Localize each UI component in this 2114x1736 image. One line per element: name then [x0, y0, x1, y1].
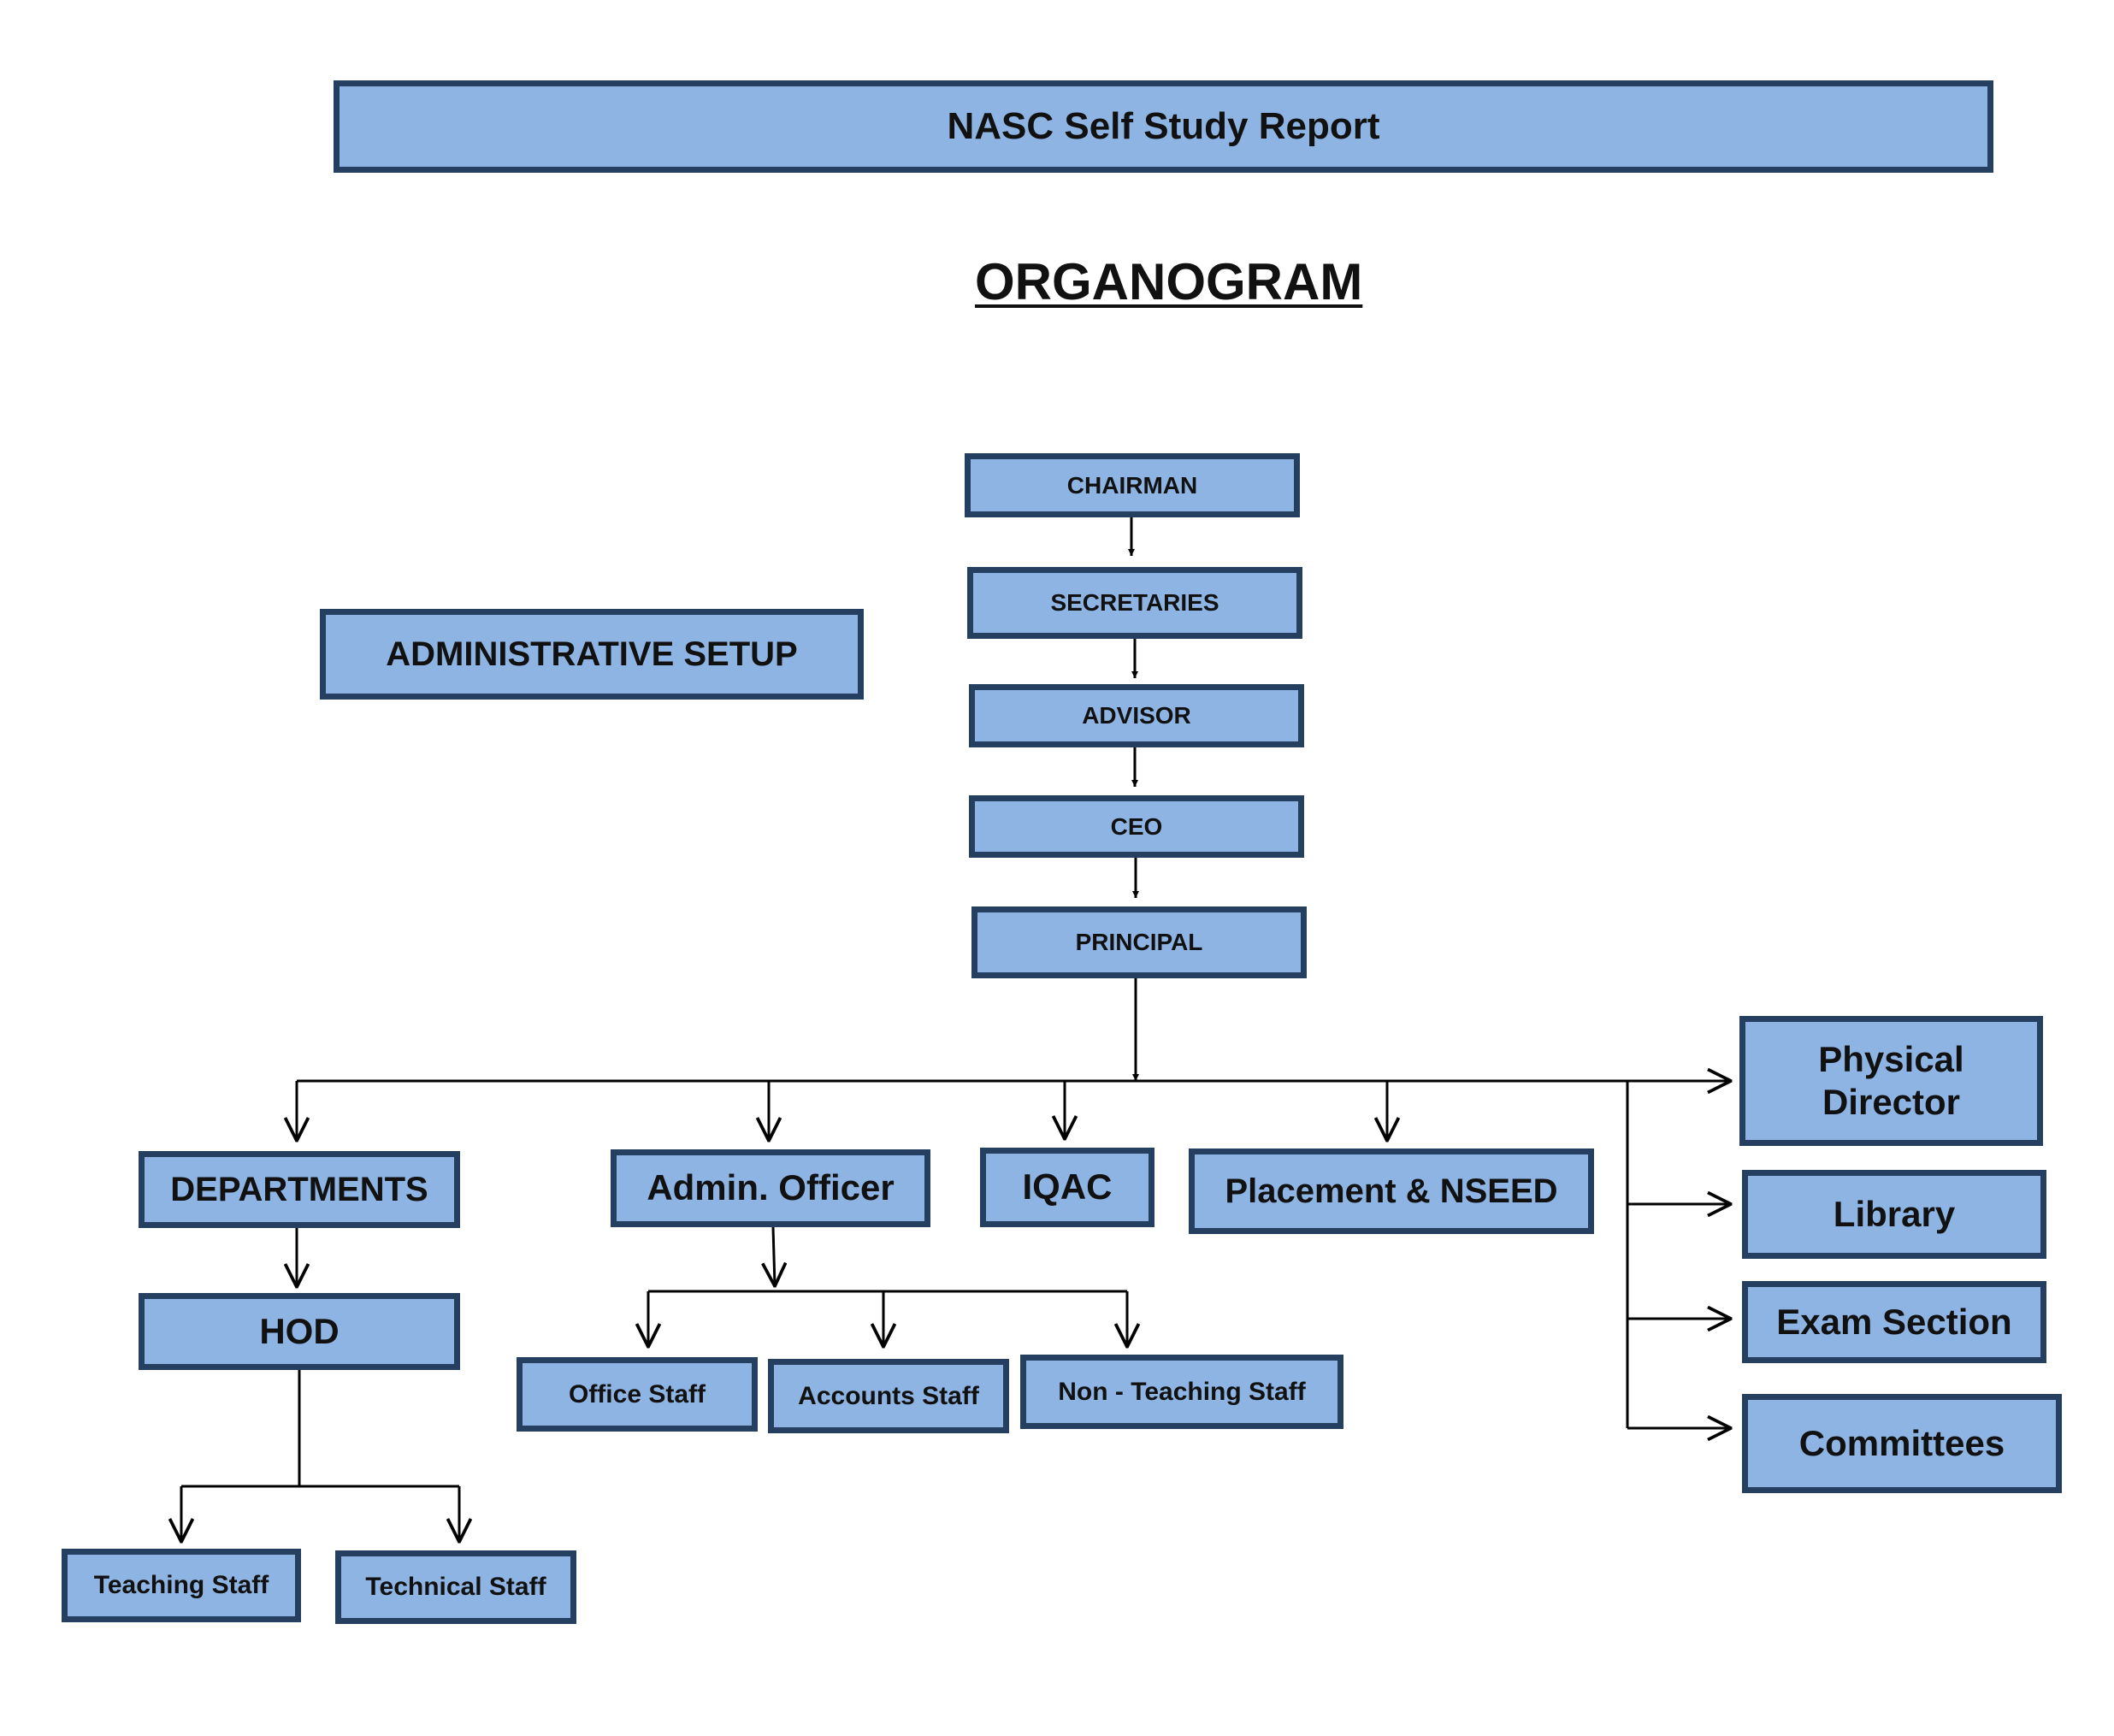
iqac-label: IQAC — [1022, 1166, 1113, 1208]
iqac-box: IQAC — [980, 1148, 1154, 1227]
physical-director-box: Physical Director — [1739, 1016, 2043, 1146]
arrow-admin-officer-bus — [773, 1226, 775, 1286]
teaching-staff-box: Teaching Staff — [62, 1549, 301, 1622]
diagram-title: ORGANOGRAM — [975, 253, 1363, 310]
exam-section-label: Exam Section — [1776, 1301, 2012, 1342]
accounts-staff-box: Accounts Staff — [768, 1359, 1009, 1433]
accounts-staff-label: Accounts Staff — [798, 1381, 979, 1410]
technical-staff-box: Technical Staff — [335, 1550, 576, 1624]
hod-label: HOD — [259, 1310, 340, 1351]
placement-label: Placement & NSEED — [1225, 1172, 1558, 1210]
office-staff-box: Office Staff — [517, 1357, 758, 1432]
advisor-label: ADVISOR — [1082, 702, 1191, 729]
departments-box: DEPARTMENTS — [139, 1151, 460, 1228]
chairman-label: CHAIRMAN — [1066, 471, 1198, 499]
placement-box: Placement & NSEED — [1189, 1148, 1594, 1234]
committees-box: Committees — [1742, 1394, 2062, 1493]
report-title-banner: NASC Self Study Report — [334, 80, 1993, 173]
library-label: Library — [1833, 1193, 1956, 1234]
physical-director-label: Physical Director — [1818, 1038, 1964, 1122]
secretaries-label: SECRETARIES — [1050, 589, 1219, 617]
library-box: Library — [1742, 1170, 2046, 1259]
report-title: NASC Self Study Report — [947, 104, 1380, 147]
technical-staff-label: Technical Staff — [365, 1573, 546, 1601]
departments-label: DEPARTMENTS — [170, 1171, 428, 1208]
committees-label: Committees — [1798, 1422, 2005, 1463]
advisor-box: ADVISOR — [969, 684, 1304, 747]
ceo-box: CEO — [969, 795, 1304, 858]
principal-label: PRINCIPAL — [1075, 929, 1203, 956]
principal-box: PRINCIPAL — [971, 906, 1307, 978]
non-teaching-staff-label: Non - Teaching Staff — [1058, 1377, 1306, 1406]
administrative-setup-text: ADMINISTRATIVE SETUP — [386, 635, 798, 673]
office-staff-label: Office Staff — [568, 1379, 706, 1408]
ceo-label: CEO — [1110, 812, 1163, 840]
admin-officer-label: Admin. Officer — [647, 1167, 895, 1208]
teaching-staff-label: Teaching Staff — [93, 1571, 269, 1599]
hod-box: HOD — [139, 1293, 460, 1370]
exam-section-box: Exam Section — [1742, 1281, 2046, 1363]
non-teaching-staff-box: Non - Teaching Staff — [1020, 1355, 1343, 1429]
admin-officer-box: Admin. Officer — [611, 1149, 930, 1227]
secretaries-box: SECRETARIES — [967, 567, 1302, 639]
administrative-setup-label: ADMINISTRATIVE SETUP — [320, 609, 864, 700]
chairman-box: CHAIRMAN — [965, 453, 1300, 517]
